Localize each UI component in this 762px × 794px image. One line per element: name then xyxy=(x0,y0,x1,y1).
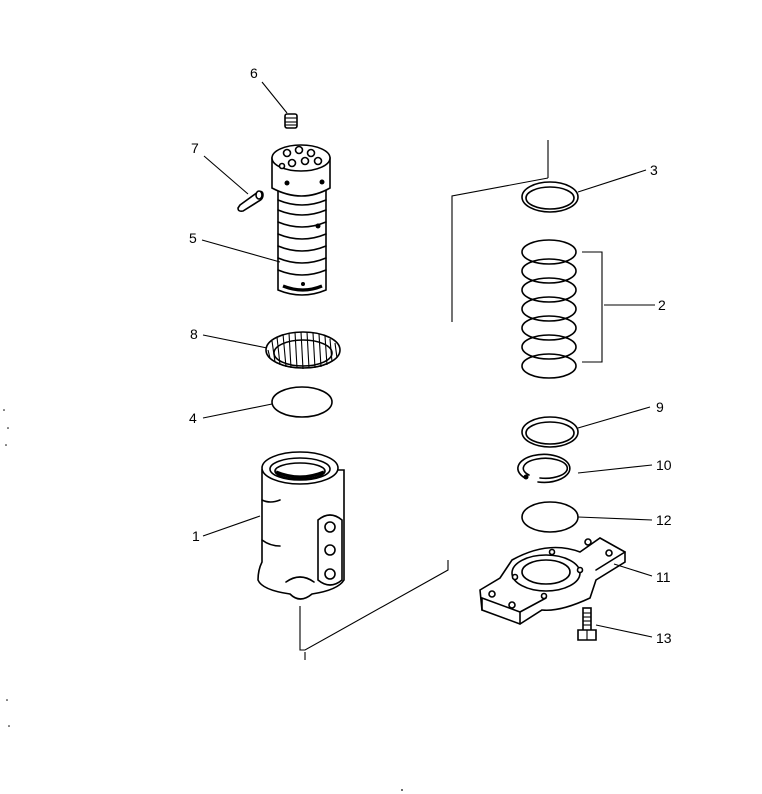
part-7-pin xyxy=(237,190,264,212)
leader-3 xyxy=(577,169,647,193)
callout-13: 13 xyxy=(656,630,672,646)
part-13-bolt xyxy=(577,607,597,641)
callout-8: 8 xyxy=(190,326,198,342)
callout-1: 1 xyxy=(192,528,200,544)
leader-5 xyxy=(201,239,281,263)
leader-13 xyxy=(595,624,653,638)
callout-9: 9 xyxy=(656,399,664,415)
part-9-ring xyxy=(521,416,579,448)
callout-10: 10 xyxy=(656,457,672,473)
leader-7 xyxy=(203,155,249,195)
leader-6 xyxy=(261,81,288,114)
leader-4 xyxy=(202,403,273,419)
callout-4: 4 xyxy=(189,410,197,426)
leader-10 xyxy=(577,464,653,474)
leader-11 xyxy=(613,563,653,577)
part-6-set-screw xyxy=(284,113,298,129)
callout-5: 5 xyxy=(189,230,197,246)
leader-1 xyxy=(202,515,261,537)
part-2-spring xyxy=(521,239,603,379)
part-5-spool xyxy=(271,144,331,296)
assembly-guide-lines xyxy=(299,140,549,660)
callout-2: 2 xyxy=(658,297,666,313)
callout-labels: 6 7 5 8 4 1 3 2 9 10 12 11 13 xyxy=(189,65,672,646)
leader-8 xyxy=(202,334,268,349)
leader-lines xyxy=(201,81,655,638)
callout-7: 7 xyxy=(191,140,199,156)
part-12-o-ring xyxy=(521,501,579,533)
leader-12 xyxy=(577,516,653,521)
callout-6: 6 xyxy=(250,65,258,81)
part-10-snap-ring xyxy=(517,453,571,484)
part-1-housing xyxy=(257,451,345,600)
callout-3: 3 xyxy=(650,162,658,178)
scan-speckles xyxy=(3,409,403,791)
leader-9 xyxy=(577,406,651,429)
part-3-ring xyxy=(521,181,579,213)
callout-12: 12 xyxy=(656,512,672,528)
part-4-o-ring xyxy=(271,386,333,418)
callout-11: 11 xyxy=(656,569,671,585)
part-11-cover-plate xyxy=(479,537,626,625)
part-8-backup-ring xyxy=(265,331,341,370)
